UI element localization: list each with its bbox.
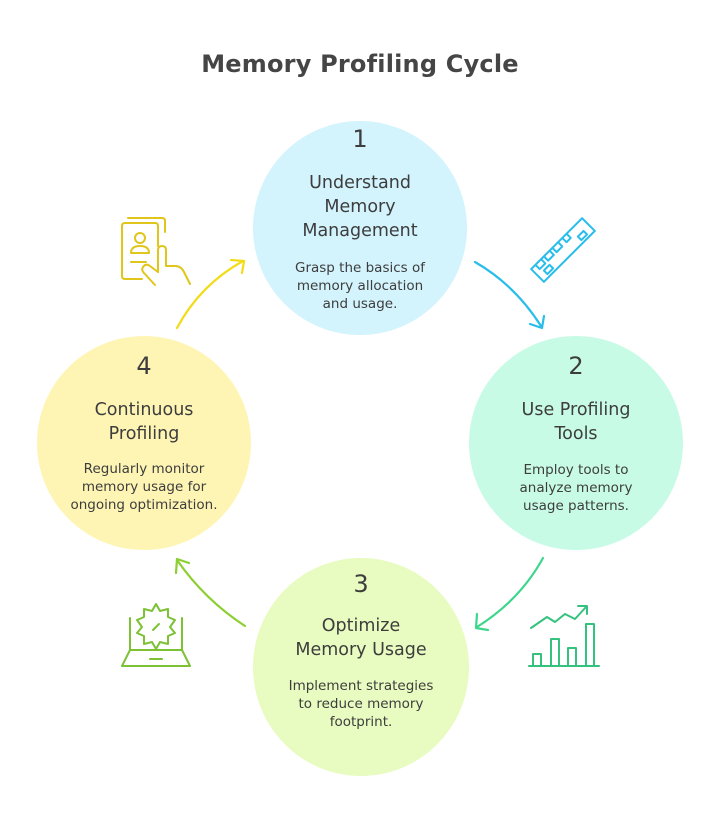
arrow-step3-to-step4 bbox=[174, 557, 247, 628]
step-1-title: Understand Memory Management bbox=[302, 173, 418, 241]
step-3-description: Implement strategies to reduce memory fo… bbox=[288, 678, 434, 730]
step-4-title: Continuous Profiling bbox=[94, 400, 194, 444]
step-4-circle: 4 Continuous Profiling Regularly monitor… bbox=[37, 336, 251, 550]
step-2-title: Use Profiling Tools bbox=[521, 400, 631, 444]
step-1-description: Grasp the basics of memory allocation an… bbox=[294, 260, 425, 312]
step-3-title: Optimize Memory Usage bbox=[295, 616, 427, 660]
step-2-description: Employ tools to analyze memory usage pat… bbox=[519, 462, 633, 514]
step-3-number: 3 bbox=[353, 570, 369, 598]
profile-touch-icon bbox=[121, 217, 191, 286]
step-4-number: 4 bbox=[136, 352, 152, 380]
step-1-circle: 1 Understand Memory Management Grasp the… bbox=[253, 121, 467, 335]
arrow-step4-to-step1 bbox=[175, 258, 246, 330]
step-3-circle: 3 Optimize Memory Usage Implement strate… bbox=[253, 558, 469, 776]
arrow-step1-to-step2 bbox=[473, 260, 546, 330]
memory-chip-icon bbox=[530, 217, 596, 283]
step-2-circle: 2 Use Profiling Tools Employ tools to an… bbox=[469, 336, 683, 550]
step-2-number: 2 bbox=[568, 352, 584, 380]
laptop-gear-icon bbox=[121, 603, 191, 667]
bar-chart-trend-icon bbox=[528, 605, 600, 667]
step-1-number: 1 bbox=[352, 125, 368, 153]
arrow-step2-to-step3 bbox=[474, 556, 545, 632]
step-4-description: Regularly monitor memory usage for ongoi… bbox=[70, 461, 218, 513]
diagram-title: Memory Profiling Cycle bbox=[201, 50, 519, 78]
